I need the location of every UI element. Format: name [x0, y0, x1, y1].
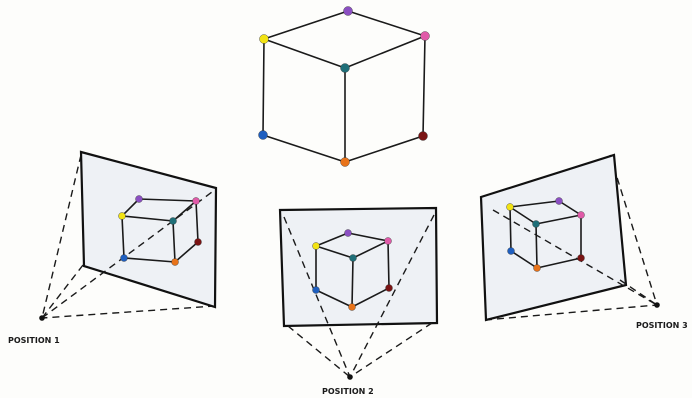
view-ray-3b	[484, 304, 658, 321]
vertex-top-right	[420, 31, 430, 41]
view-ray-2a	[283, 216, 351, 378]
view-ray-2b	[349, 214, 435, 378]
panel-1-cube	[118, 195, 202, 266]
vertex-bottom-left	[258, 130, 268, 140]
panel-2-cube	[312, 229, 393, 311]
projection-panel-3: POSITION 3	[479, 153, 688, 330]
vertex-top-back	[343, 6, 353, 16]
panel-1-vertex-bottom-front	[171, 258, 179, 266]
viewpoint-3-dot	[654, 302, 660, 308]
panel-1-cube-left	[121, 215, 176, 263]
main-cube-left-face	[262, 38, 346, 163]
view-ray-2d	[349, 322, 433, 378]
panel-1-vertex-bottom-left	[120, 254, 128, 262]
panel-3-vertex-top-back	[555, 197, 563, 205]
viewpoint-2-dot	[347, 374, 353, 380]
vertex-center	[340, 63, 350, 73]
panel-2-cube-left	[315, 245, 354, 308]
panel-2-vertex-bottom-left	[312, 286, 320, 294]
view-ray-3a	[609, 154, 658, 306]
panel-1-vertex-top-back	[135, 195, 143, 203]
position-2-label: POSITION 2	[322, 387, 374, 396]
view-ray-1b	[41, 264, 84, 319]
panel-1-vertex-center	[169, 217, 177, 225]
vertex-top-left	[259, 34, 269, 44]
panel-2-vertex-top-back	[344, 229, 352, 237]
panel-3-vertex-bottom-left	[507, 247, 515, 255]
view-ray-3d	[492, 209, 658, 306]
panel-2-vertex-top-left	[312, 242, 320, 250]
main-cube-top-face	[263, 10, 426, 69]
panel-3-cube	[506, 197, 585, 272]
position-3-label: POSITION 3	[636, 321, 688, 330]
panel-1-vertex-bottom-right	[194, 238, 202, 246]
view-ray-1a	[41, 154, 82, 319]
panel-2-vertex-bottom-right	[385, 284, 393, 292]
panel-3-vertex-center	[532, 220, 540, 228]
panel-2-plane	[278, 206, 439, 328]
panel-3-plane	[479, 153, 628, 322]
projection-panel-1: POSITION 1	[8, 150, 218, 345]
panel-3-vertex-bottom-right	[577, 254, 585, 262]
viewpoint-1-dot	[39, 315, 45, 321]
vertex-bottom-front	[340, 157, 350, 167]
panel-3-vertex-bottom-front	[533, 264, 541, 272]
projection-panel-2: POSITION 2	[278, 206, 439, 396]
panel-3-vertex-top-left	[506, 203, 514, 211]
panel-2-vertex-center	[349, 254, 357, 262]
main-cube-right-face	[344, 35, 426, 163]
panel-1-plane	[79, 150, 218, 309]
panel-2-vertex-top-right	[384, 237, 392, 245]
vertex-bottom-right	[418, 131, 428, 141]
panel-3-cube-left	[509, 206, 538, 269]
position-1-label: POSITION 1	[8, 336, 60, 345]
main-cube	[258, 6, 430, 167]
panel-1-vertex-top-left	[118, 212, 126, 220]
panel-2-vertex-bottom-front	[348, 303, 356, 311]
view-ray-1c	[41, 305, 216, 319]
panel-3-vertex-top-right	[577, 211, 585, 219]
panel-1-vertex-top-right	[192, 197, 200, 205]
view-ray-2c	[287, 325, 351, 378]
